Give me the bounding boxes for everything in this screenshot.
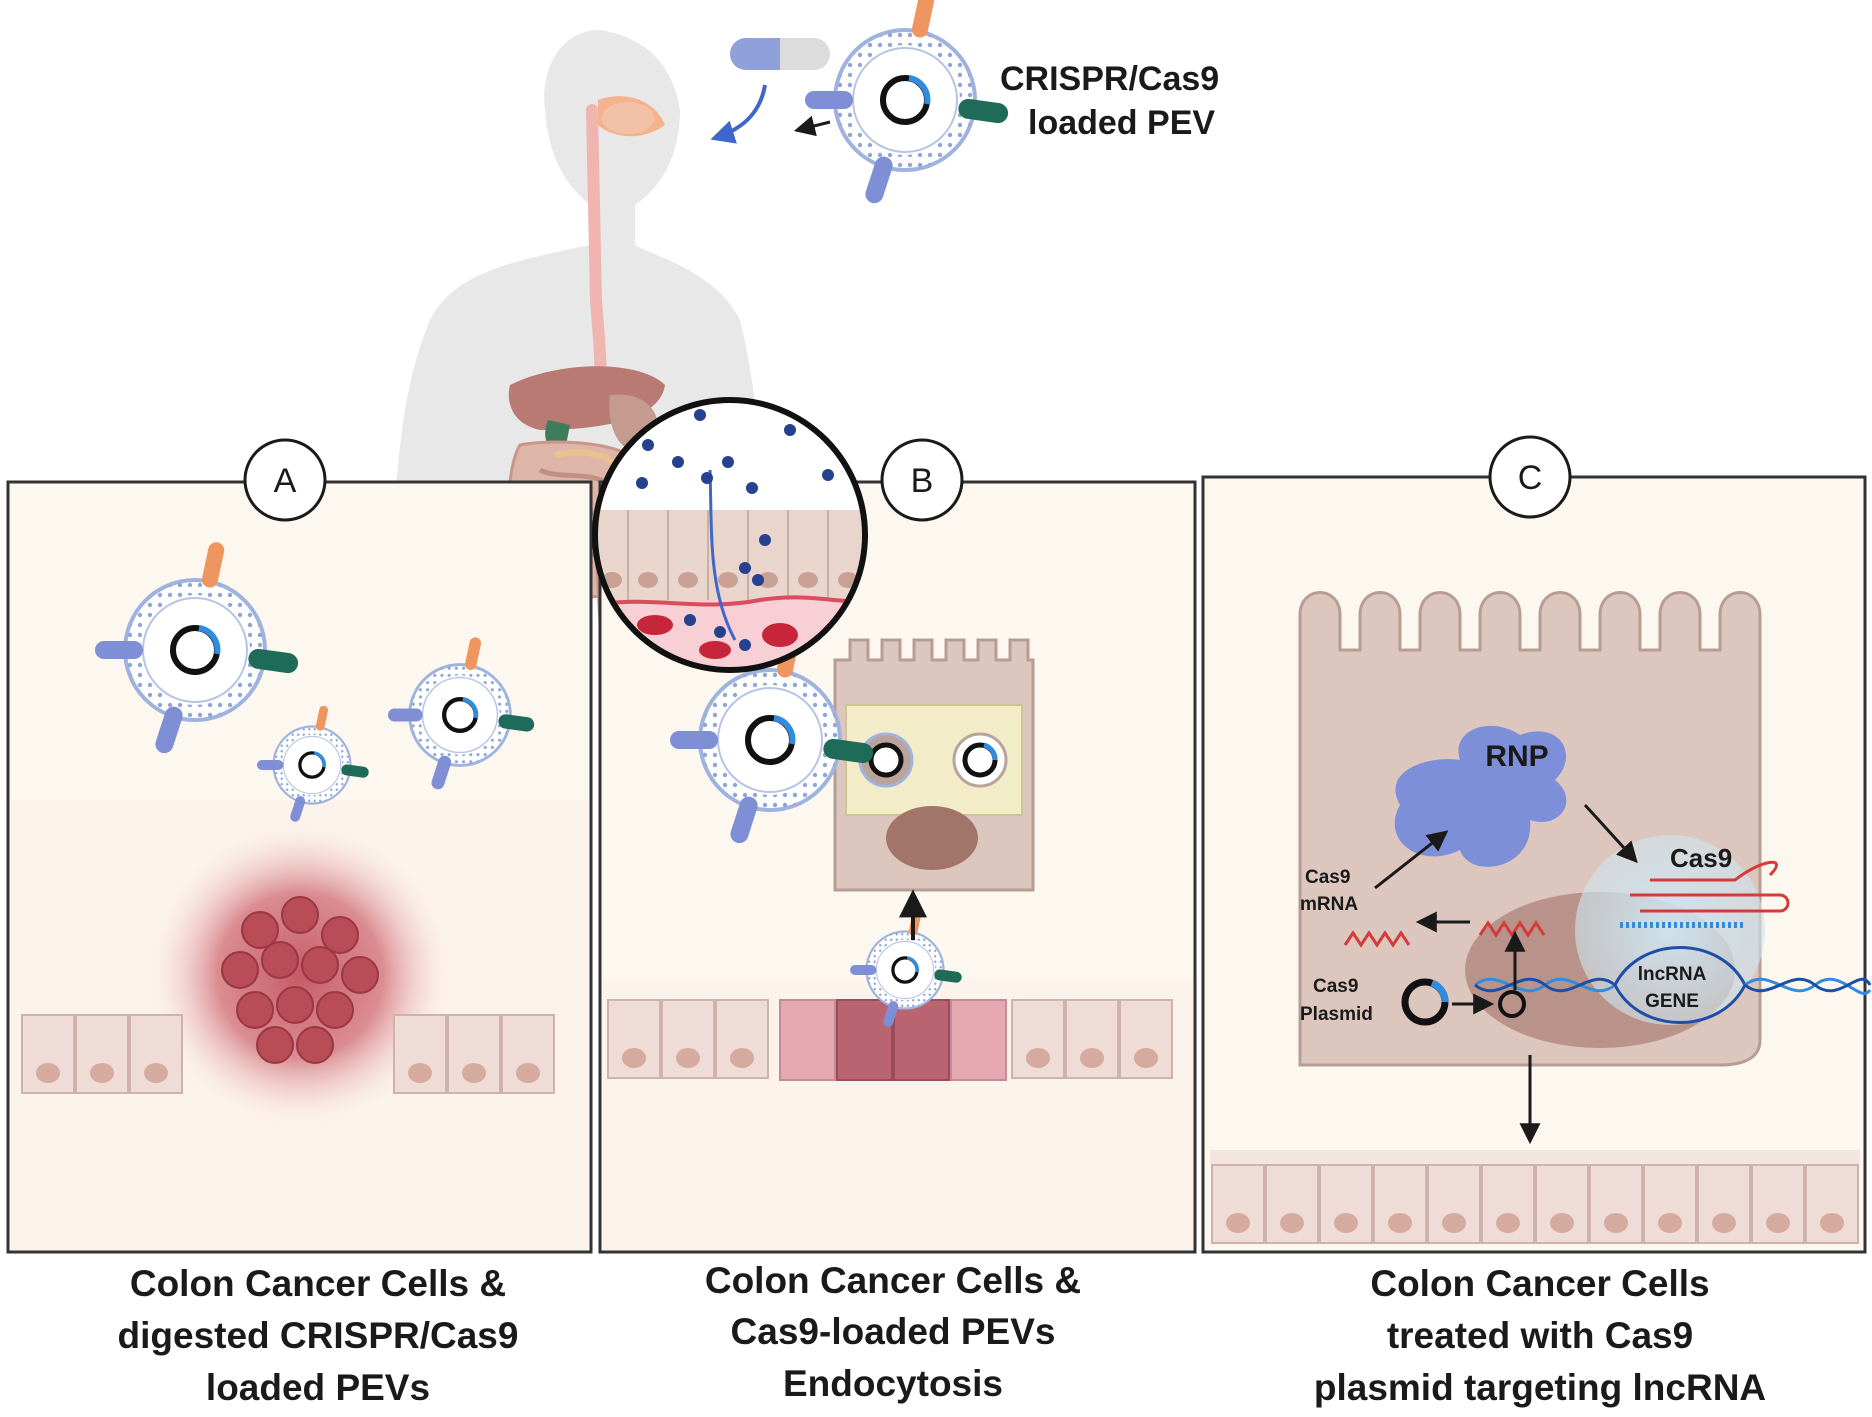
mrna-to-rnp-arrow (1374, 830, 1449, 890)
caption-c-line3: plasmid targeting lncRNA (1314, 1367, 1766, 1408)
caption-a-line3: loaded PEVs (206, 1367, 430, 1408)
panel-c-letter: C (1518, 459, 1543, 497)
nucleus-glow (1575, 835, 1765, 1025)
caption-b-line1: Colon Cancer Cells & (705, 1260, 1081, 1301)
panel-b-badge (880, 438, 964, 522)
cas9-plasmid-line1: Cas9 (1313, 976, 1358, 997)
caption-b-line2: Cas9-loaded PEVs (731, 1311, 1056, 1352)
grna-hairpin (1650, 860, 1778, 882)
cas9-mrna-line1: Cas9 (1305, 867, 1350, 888)
captions: Colon Cancer Cells & digested CRISPR/Cas… (118, 1260, 1767, 1408)
pev-label-line2: loaded PEV (1028, 104, 1215, 142)
epithelium-row-b (607, 999, 1173, 1081)
grna-loop (1630, 893, 1790, 913)
tumor-cells (221, 896, 379, 1064)
panel-c: RNP Cas9 Cas9 mRNA Cas9 Plasmid lncRNA G… (1201, 475, 1872, 1254)
caption-b-line3: Endocytosis (783, 1363, 1003, 1404)
panel-b-letter: B (911, 462, 934, 500)
columnar-cell-b (833, 638, 1035, 892)
lncrna-gene-line1: lncRNA (1638, 964, 1707, 985)
lncrna-gene-line2: GENE (1645, 991, 1699, 1012)
panel-c-badge (1488, 435, 1572, 519)
capsule-pill-icon (710, 38, 830, 144)
epithelium-row-c (1210, 1150, 1860, 1244)
caption-a-line1: Colon Cancer Cells & (130, 1263, 506, 1304)
pev-label-line1: CRISPR/Cas9 (1000, 60, 1219, 98)
caption-a-line2: digested CRISPR/Cas9 (118, 1315, 519, 1356)
dna-strand (1474, 922, 1872, 1024)
cas9-plasmid-line2: Plasmid (1300, 1004, 1373, 1025)
panel-a-badge (243, 438, 327, 522)
plasmid-in-nucleus (1498, 990, 1526, 1018)
top-pev-vesicle (805, 0, 1009, 205)
caption-c-line2: treated with Cas9 (1387, 1315, 1693, 1356)
rnp-label: RNP (1485, 740, 1548, 773)
mrna-squiggle-left (1343, 930, 1411, 948)
tumor-mass (150, 825, 450, 1125)
panel-a-letter: A (274, 462, 297, 500)
cas9-mrna-line2: mRNA (1300, 894, 1358, 915)
cas9-label: Cas9 (1670, 843, 1732, 873)
rnp-to-cas9-arrow (1583, 803, 1638, 864)
panel-a (6, 480, 593, 1254)
caption-c-line1: Colon Cancer Cells (1370, 1263, 1709, 1304)
top-arrow (793, 115, 831, 137)
